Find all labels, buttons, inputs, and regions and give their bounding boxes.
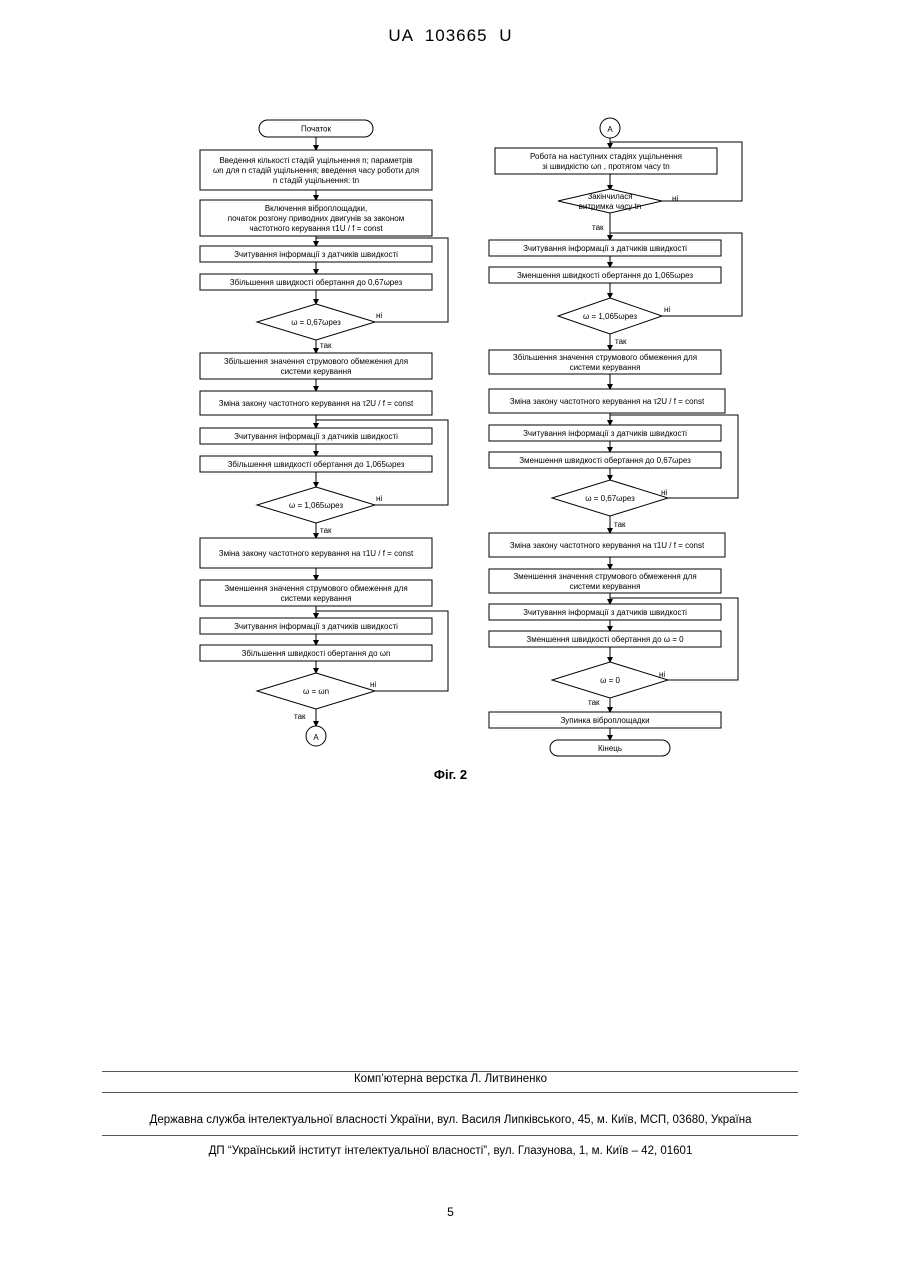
footer-institute-address: ДП “Український інститут інтелектуальної… — [0, 1145, 901, 1157]
decrease-current-limit-box-text: системи керування — [281, 594, 352, 603]
figure-caption: Фіг. 2 — [0, 767, 901, 782]
connector-a-left-text: A — [313, 733, 319, 742]
decision-time-elapsed-text: Закінчилася — [587, 192, 632, 201]
read-speed-sensors-box-1-text: Зчитування інформації з датчиків швидкос… — [234, 250, 398, 259]
stop-vibroplatform-box-text: Зупинка віброплощадки — [560, 716, 649, 725]
read-speed-sensors-box-r1-text: Зчитування інформації з датчиків швидкос… — [523, 244, 687, 253]
change-law-tau1-box-text: Зміна закону частотного керування на τ1U… — [219, 549, 414, 558]
read-speed-sensors-box-3-text: Зчитування інформації з датчиків швидкос… — [234, 622, 398, 631]
flowchart: ПочатокВведення кількості стадій ущільне… — [0, 0, 901, 790]
end-terminal-text: Кінець — [598, 744, 622, 753]
read-speed-sensors-box-r2-text: Зчитування інформації з датчиків швидкос… — [523, 429, 687, 438]
decision-067-text: ω = 0,67ωрез — [291, 318, 341, 327]
branch-label: ні — [672, 194, 678, 203]
branch-label: ні — [370, 680, 376, 689]
decision-wn-text: ω = ωn — [303, 687, 329, 696]
branch-label: ні — [659, 670, 665, 679]
increase-current-limit-box-r-text: Збільшення значення струмового обмеження… — [513, 353, 697, 362]
branch-label: ні — [664, 305, 670, 314]
decrease-speed-1065-box-text: Зменшення швидкості обертання до 1,065ωр… — [517, 271, 693, 280]
footer-layout-credit: Комп’ютерна верстка Л. Литвиненко — [0, 1073, 901, 1085]
footer-rule-top — [102, 1071, 798, 1072]
branch-label: ні — [376, 494, 382, 503]
branch-label: так — [615, 337, 627, 346]
branch-label: так — [592, 223, 604, 232]
branch-label: ні — [661, 488, 667, 497]
increase-current-limit-box-r-text: системи керування — [570, 363, 641, 372]
decrease-speed-067-box-text: Зменшення швидкості обертання до 0,67ωре… — [519, 456, 691, 465]
work-next-stages-box-text: зі швидкістю ωn , протягом часу tn — [542, 162, 669, 171]
read-speed-sensors-box-2-text: Зчитування інформації з датчиків швидкос… — [234, 432, 398, 441]
increase-speed-wn-box-text: Збільшення швидкості обертання до ωn — [242, 649, 391, 658]
decision-time-elapsed-text: витримка часу tn — [579, 202, 642, 211]
change-law-tau2-box-text: Зміна закону частотного керування на τ2U… — [219, 399, 414, 408]
decrease-current-limit-box-r-text: системи керування — [570, 582, 641, 591]
start-vibroplatform-box-text: частотного керування τ1U / f = const — [249, 224, 383, 233]
footer-rule-middle — [102, 1092, 798, 1093]
decision-r-067-text: ω = 0,67ωрез — [585, 494, 635, 503]
decrease-current-limit-box-r-text: Зменшення значення струмового обмеження … — [513, 572, 696, 581]
change-law-tau1-box-r-text: Зміна закону частотного керування на τ1U… — [510, 541, 705, 550]
read-speed-sensors-box-r3-text: Зчитування інформації з датчиків швидкос… — [523, 608, 687, 617]
input-parameters-box-text: n стадій ущільнення: tn — [273, 176, 359, 185]
branch-label: так — [320, 341, 332, 350]
footer-service-address: Державна служба інтелектуальної власност… — [0, 1114, 901, 1126]
decision-1065-text: ω = 1,065ωрез — [289, 501, 343, 510]
start-vibroplatform-box-text: Включення віброплощадки, — [265, 204, 367, 213]
decision-r-zero-text: ω = 0 — [600, 676, 620, 685]
decision-r-1065-text: ω = 1,065ωрез — [583, 312, 637, 321]
decrease-current-limit-box-text: Зменшення значення струмового обмеження … — [224, 584, 407, 593]
input-parameters-box-text: ωn для n стадій ущільнення; введення час… — [213, 166, 419, 175]
change-law-tau2-box-r-text: Зміна закону частотного керування на τ2U… — [510, 397, 705, 406]
increase-current-limit-box-text: системи керування — [281, 367, 352, 376]
input-parameters-box-text: Введення кількості стадій ущільнення n; … — [219, 156, 412, 165]
increase-speed-1065-box-text: Збільшення швидкості обертання до 1,065ω… — [228, 460, 405, 469]
increase-speed-067-box-text: Збільшення швидкості обертання до 0,67ωр… — [230, 278, 403, 287]
work-next-stages-box-text: Робота на наступних стадіях ущільнення — [530, 152, 682, 161]
branch-label: так — [320, 526, 332, 535]
branch-label: так — [588, 698, 600, 707]
branch-label: ні — [376, 311, 382, 320]
decrease-speed-zero-box-text: Зменшення швидкості обертання до ω = 0 — [526, 635, 684, 644]
page-number: 5 — [0, 1205, 901, 1219]
increase-current-limit-box-text: Збільшення значення струмового обмеження… — [224, 357, 408, 366]
footer-rule-bottom — [102, 1135, 798, 1136]
branch-label: так — [294, 712, 306, 721]
start-terminal-text: Початок — [301, 125, 331, 134]
branch-label: так — [614, 520, 626, 529]
connector-a-right-text: A — [607, 125, 613, 134]
start-vibroplatform-box-text: початок розгону приводних двигунів за за… — [228, 214, 404, 223]
